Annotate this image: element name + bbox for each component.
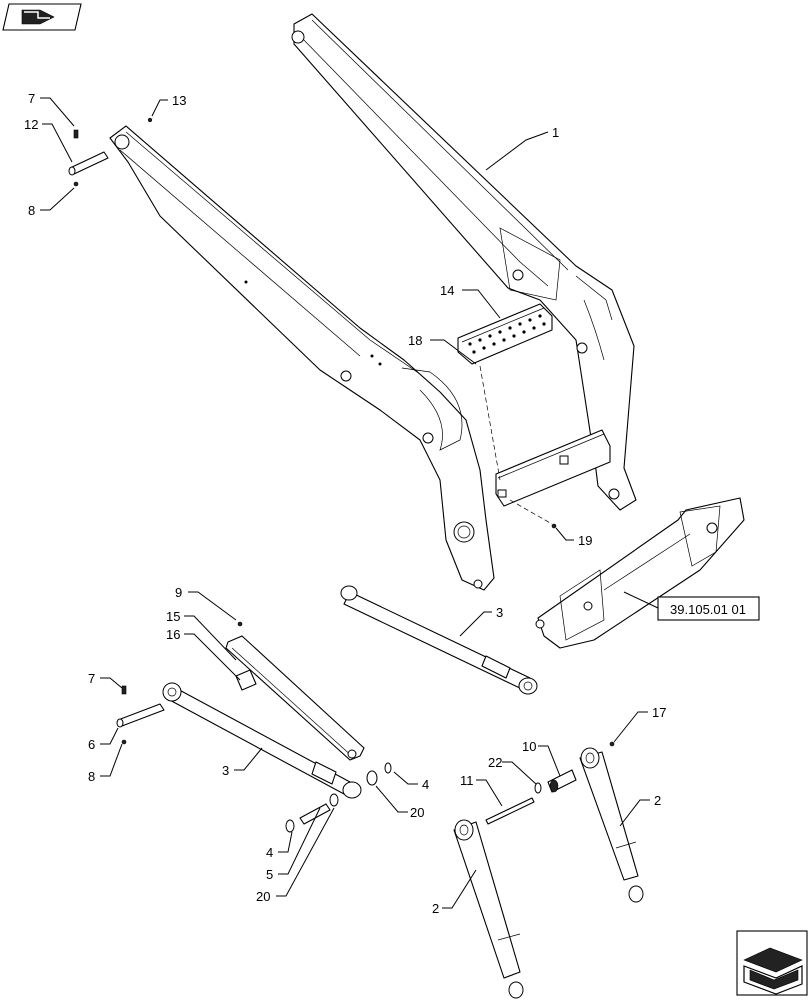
callout-2b: 2 — [432, 901, 439, 916]
callout-4: 4 — [422, 777, 429, 792]
callout-20: 20 — [410, 805, 424, 820]
callout-6: 6 — [88, 737, 95, 752]
callout-3: 3 — [496, 605, 503, 620]
next-page-arrow-icon[interactable] — [736, 930, 808, 996]
pin-5 — [299, 803, 331, 825]
callout-5: 5 — [266, 867, 273, 882]
callout-7: 7 — [28, 91, 35, 106]
washer-4a — [384, 762, 392, 774]
callout-13: 13 — [172, 93, 186, 108]
pivot-pin-lower — [116, 685, 165, 745]
callout-1: 1 — [552, 125, 559, 140]
callout-9: 9 — [175, 585, 182, 600]
cylinder-3-lower — [162, 682, 362, 799]
link-bar — [225, 621, 365, 761]
callout-4b: 4 — [266, 845, 273, 860]
callout-15: 15 — [166, 609, 180, 624]
step-plate — [457, 303, 553, 365]
callout-17: 17 — [652, 705, 666, 720]
callout-8b: 8 — [88, 769, 95, 784]
callout-labels: 1 7 12 8 13 14 18 19 9 15 16 7 6 8 3 3 4… — [24, 91, 666, 916]
washer-22 — [534, 782, 542, 794]
pivot-pin-top — [68, 117, 153, 187]
callout-16: 16 — [166, 627, 180, 642]
callout-11: 11 — [460, 773, 474, 788]
callout-22: 22 — [488, 755, 502, 770]
callout-12: 12 — [24, 117, 38, 132]
callout-14: 14 — [440, 283, 454, 298]
cylinder-3-upper — [340, 585, 538, 695]
callout-3b: 3 — [222, 763, 229, 778]
washer-4b — [285, 819, 295, 833]
callout-8: 8 — [28, 203, 35, 218]
callout-18: 18 — [408, 333, 422, 348]
callout-20b: 20 — [256, 889, 270, 904]
linkage-assembly-ref — [535, 497, 745, 649]
callout-7b: 7 — [88, 671, 95, 686]
bolt-11 — [485, 797, 535, 825]
book-page-icon[interactable] — [2, 3, 82, 31]
cylinder-2-upper — [579, 741, 644, 903]
callout-2: 2 — [654, 793, 661, 808]
cylinder-2-lower — [453, 819, 524, 999]
reference-label[interactable]: 39.105.01 01 — [670, 602, 746, 617]
callout-19: 19 — [578, 533, 592, 548]
washer-20b — [329, 793, 339, 807]
leader-lines — [40, 97, 650, 909]
washer-20a — [366, 770, 378, 786]
callout-10: 10 — [522, 739, 536, 754]
loader-arm-assembly — [109, 13, 637, 591]
